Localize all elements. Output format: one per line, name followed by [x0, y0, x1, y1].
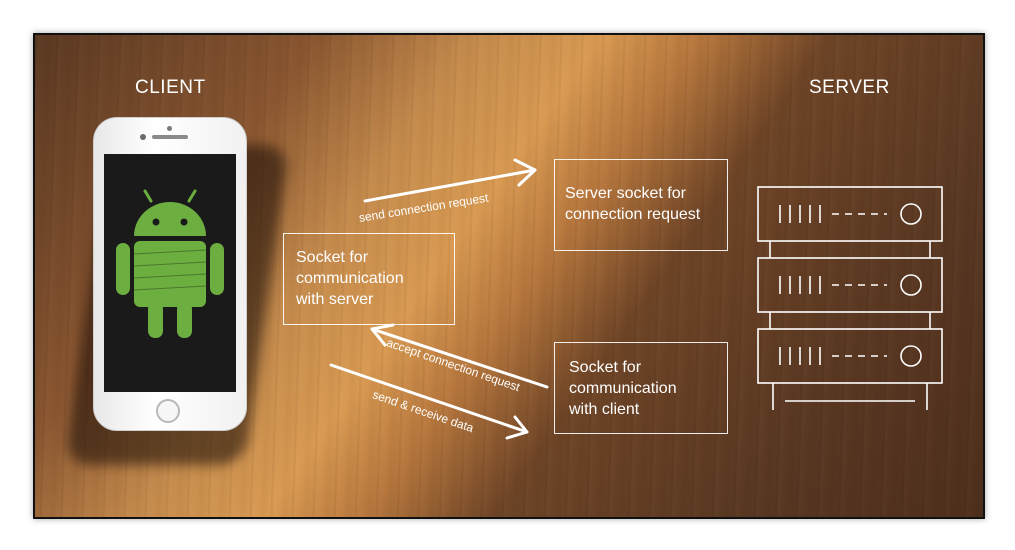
- phone-speaker: [152, 135, 188, 139]
- diagram-frame: CLIENT SERVER Socket for communication w…: [33, 33, 985, 519]
- client-heading: CLIENT: [135, 77, 206, 98]
- client-socket-label: Socket for communication with server: [296, 249, 404, 308]
- phone-home-button: [156, 399, 180, 423]
- client-socket-box: Socket for communication with server: [283, 233, 455, 325]
- phone-screen: [104, 154, 236, 392]
- server-comm-socket-box: Socket for communication with client: [554, 342, 728, 434]
- send-receive-data-arrow: [329, 363, 529, 440]
- server-heading: SERVER: [809, 77, 890, 98]
- server-unit-2: [779, 274, 922, 296]
- phone-front-camera: [140, 134, 146, 140]
- server-unit-1: [779, 203, 922, 225]
- arrows-layer: [329, 158, 943, 440]
- phone-top-camera: [167, 126, 172, 131]
- server-socket-box: Server socket for connection request: [554, 159, 728, 251]
- server-unit-3: [779, 345, 922, 367]
- send-connection-arrow: [363, 158, 537, 203]
- accept-connection-arrow: [370, 323, 549, 389]
- android-robot-icon: [116, 189, 224, 338]
- server-socket-label: Server socket for connection request: [565, 185, 701, 223]
- server-comm-socket-label: Socket for communication with client: [569, 359, 677, 418]
- server-rack-icon: [757, 186, 943, 410]
- smartphone-icon: [93, 117, 247, 431]
